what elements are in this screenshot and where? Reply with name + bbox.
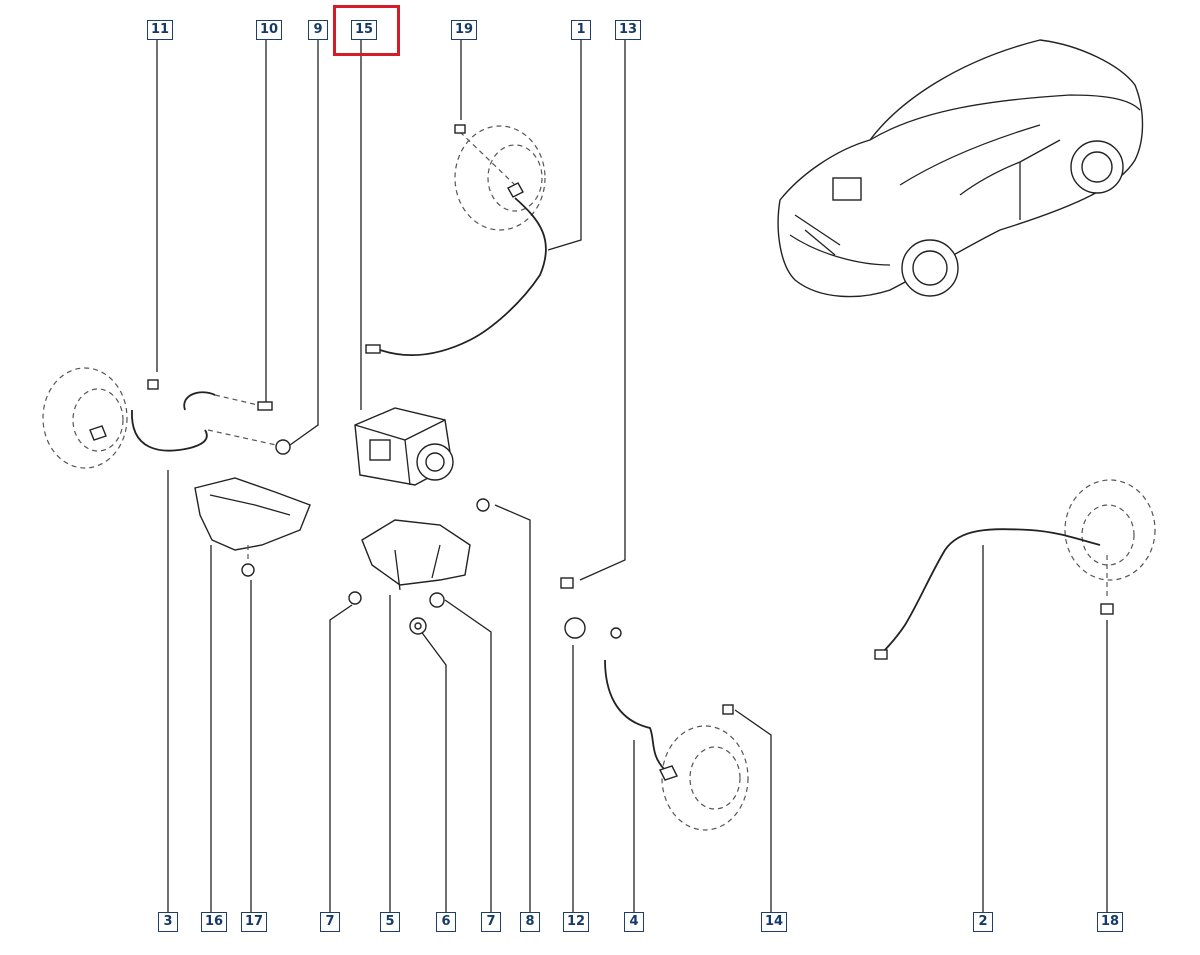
callout-4[interactable]: 4 <box>624 912 644 932</box>
callout-10[interactable]: 10 <box>256 20 283 40</box>
callout-15[interactable]: 15 <box>351 20 378 40</box>
callout-19[interactable]: 19 <box>451 20 478 40</box>
front-wheel-hub-right <box>365 124 547 357</box>
abs-modulator <box>354 407 454 486</box>
rear-wheel-hub-right <box>874 479 1156 660</box>
callout-8[interactable]: 8 <box>520 912 540 932</box>
selected-part-highlight <box>333 5 400 56</box>
callout-2[interactable]: 2 <box>973 912 993 932</box>
leader-lines <box>156 40 1108 912</box>
callout-16[interactable]: 16 <box>201 912 228 932</box>
callout-13[interactable]: 13 <box>615 20 642 40</box>
callout-14[interactable]: 14 <box>761 912 788 932</box>
callout-1[interactable]: 1 <box>571 20 591 40</box>
callout-9[interactable]: 9 <box>308 20 328 40</box>
callout-7-right[interactable]: 7 <box>481 912 501 932</box>
callout-5[interactable]: 5 <box>380 912 400 932</box>
front-wheel-hub-left <box>42 367 291 469</box>
callout-6[interactable]: 6 <box>436 912 456 932</box>
callout-3[interactable]: 3 <box>158 912 178 932</box>
callout-7-left[interactable]: 7 <box>320 912 340 932</box>
callout-18[interactable]: 18 <box>1097 912 1124 932</box>
callout-11[interactable]: 11 <box>147 20 174 40</box>
bracket-left <box>194 477 311 577</box>
rear-wheel-hub-left <box>560 577 749 831</box>
car-illustration <box>777 39 1144 298</box>
callout-17[interactable]: 17 <box>241 912 268 932</box>
callout-12[interactable]: 12 <box>563 912 590 932</box>
abs-bracket <box>348 498 490 635</box>
